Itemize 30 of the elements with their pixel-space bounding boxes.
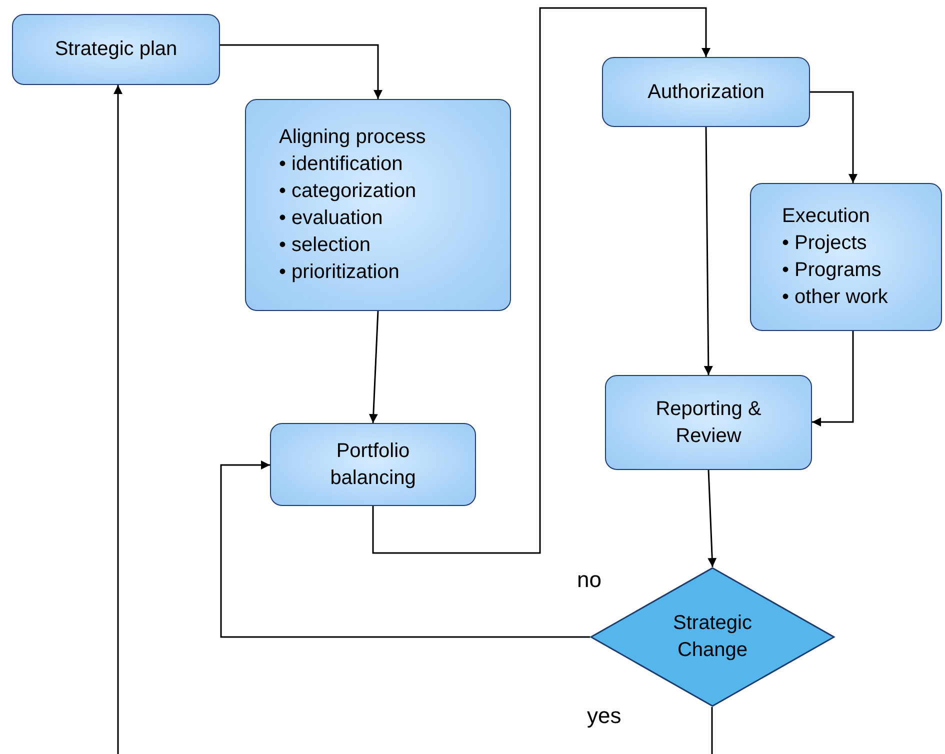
node-title: Portfolio balancing (329, 438, 417, 490)
process-box (602, 57, 810, 127)
node-title: Strategic plan (54, 37, 178, 62)
process-box (270, 423, 476, 506)
arrow (372, 7, 710, 554)
process-box (750, 183, 942, 331)
list-item: • Projects (782, 231, 867, 256)
arrow (812, 331, 854, 426)
list-item: • Programs (782, 258, 882, 283)
arrow (220, 460, 590, 638)
node-title: Authorization (648, 80, 764, 104)
node-title: Execution (782, 204, 870, 229)
list-item: • selection (279, 233, 370, 258)
node-title: Aligning process (279, 125, 426, 150)
list-item: • prioritization (279, 260, 400, 285)
arrow (704, 127, 713, 375)
node-title: Reporting & Review (654, 396, 762, 448)
arrow (220, 44, 382, 99)
list-item: • other work (782, 285, 888, 310)
process-box (605, 375, 812, 470)
list-item: • identification (279, 152, 403, 177)
list-item: • evaluation (279, 206, 383, 231)
arrow (368, 310, 379, 424)
arrow (114, 85, 713, 754)
list-item: • categorization (279, 179, 416, 204)
node-title: Strategic Change (672, 611, 753, 663)
arrow (708, 470, 717, 568)
process-box (245, 99, 511, 311)
arrow (810, 91, 858, 183)
process-box (12, 14, 220, 85)
